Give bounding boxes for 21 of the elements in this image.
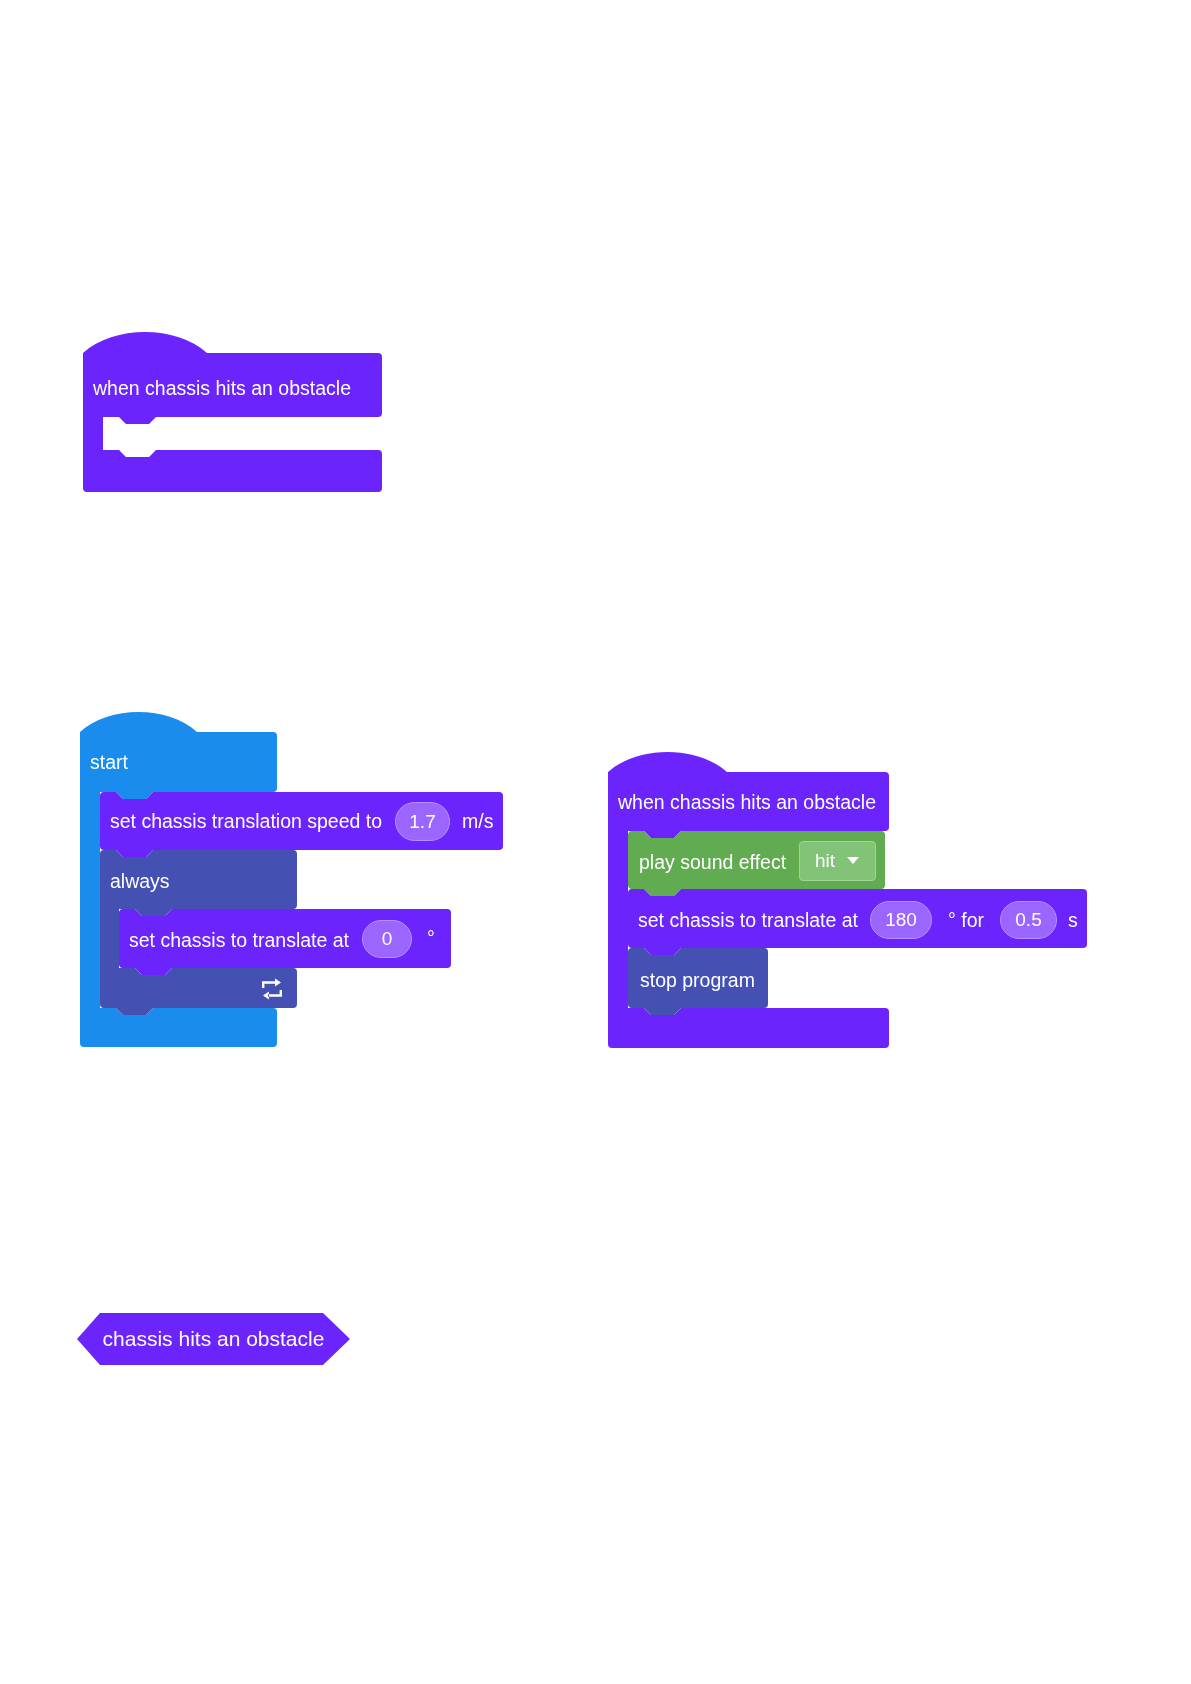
sound-dropdown: hit xyxy=(799,841,876,881)
unit-label: ° xyxy=(427,926,435,950)
block-label: when chassis hits an obstacle xyxy=(93,376,351,400)
block-label: always xyxy=(110,869,170,893)
block-label: set chassis to translate at xyxy=(129,928,350,952)
sound-block xyxy=(628,831,885,896)
block-label: set chassis to translate at xyxy=(638,908,859,932)
unit-label: m/s xyxy=(462,809,494,833)
block-label: set chassis translation speed to xyxy=(110,809,383,833)
event-hat-block xyxy=(83,332,382,492)
stop-block xyxy=(628,948,768,1015)
block-label: stop program xyxy=(640,968,755,992)
block-label: start xyxy=(90,750,128,774)
block-label: when chassis hits an obstacle xyxy=(618,790,876,814)
block-label: play sound effect xyxy=(639,850,787,874)
condition-block: chassis hits an obstacle xyxy=(77,1313,350,1365)
block-label: ° for xyxy=(948,908,984,932)
command-block xyxy=(628,889,1087,955)
unit-label: s xyxy=(1068,908,1078,932)
command-block xyxy=(119,909,451,975)
command-block xyxy=(100,792,503,857)
